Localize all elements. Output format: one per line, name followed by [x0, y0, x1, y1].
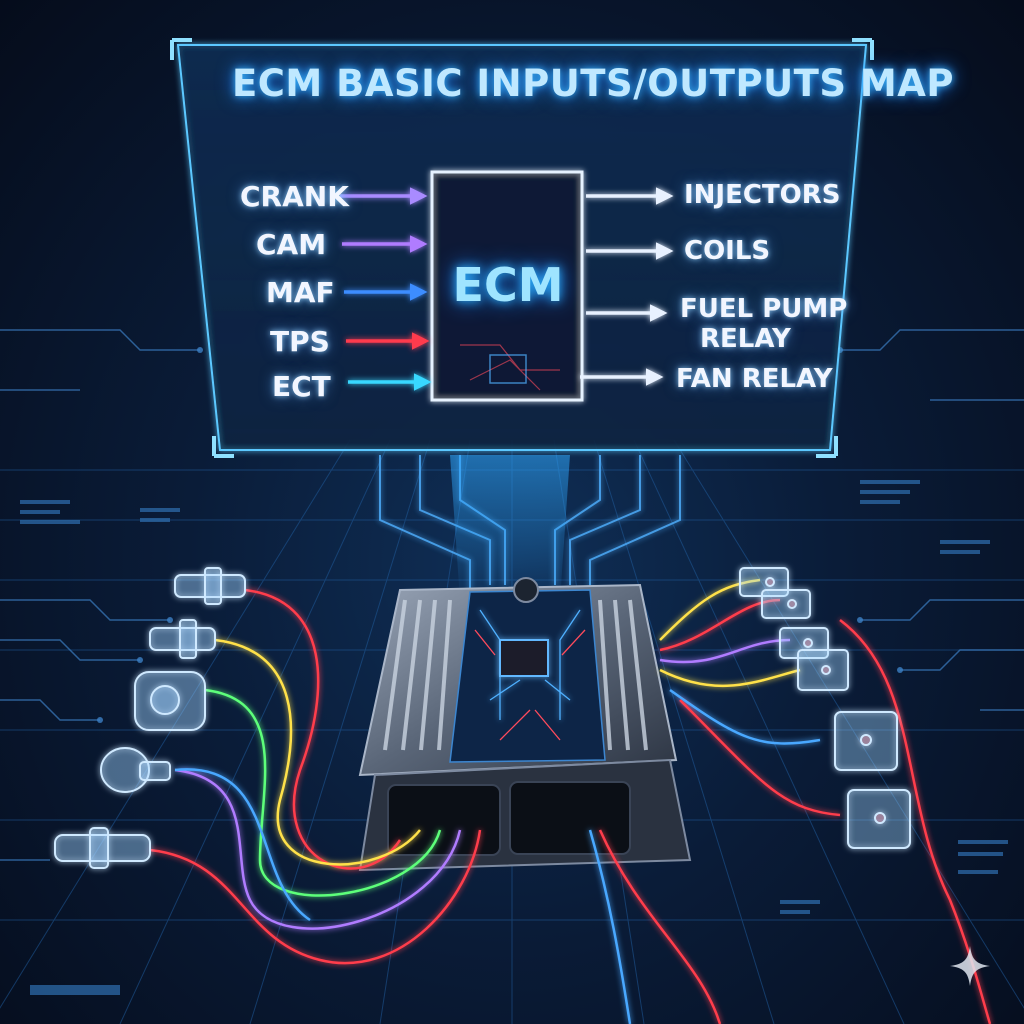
ecm-chip	[499, 639, 549, 677]
injector-2	[761, 589, 811, 619]
fan-relay	[847, 789, 911, 849]
sensor-tps	[100, 747, 171, 793]
sensor-maf	[134, 671, 206, 731]
wiring-left	[149, 588, 482, 965]
coil-2	[797, 649, 849, 691]
output-label-fan-relay: FAN RELAY	[676, 364, 833, 394]
sparkle-icon	[950, 946, 990, 986]
diagram-title: ECM BASIC INPUTS/OUTPUTS MAP	[232, 62, 954, 105]
output-label-fuel-pump: FUEL PUMP	[680, 294, 848, 324]
output-label-injectors: INJECTORS	[684, 180, 841, 210]
projection-beam	[450, 455, 570, 600]
input-label-crank: CRANK	[240, 180, 349, 213]
ecm-connector-right	[509, 781, 631, 855]
ecm-connector-left	[387, 784, 501, 856]
actuators-right	[739, 567, 911, 849]
sensor-crank	[174, 567, 246, 605]
input-label-ect: ECT	[272, 370, 331, 403]
sensors-left	[54, 567, 246, 869]
input-arrows	[340, 187, 432, 391]
circuit-nodes	[97, 347, 903, 723]
input-label-cam: CAM	[256, 228, 327, 261]
hologram-panel	[170, 38, 874, 458]
output-arrows	[580, 187, 674, 386]
input-label-tps: TPS	[270, 325, 330, 358]
fuel-pump-relay	[834, 711, 898, 771]
ecm-module	[358, 577, 692, 872]
sensor-cam	[149, 619, 216, 659]
circuit-traces	[0, 329, 1024, 861]
output-label-coils: COILS	[684, 236, 771, 266]
output-label-fuel-pump-line2: RELAY	[700, 324, 791, 354]
input-label-maf: MAF	[266, 276, 335, 309]
spec-text-decor	[20, 480, 1008, 995]
ecm-label: ECM	[452, 258, 564, 312]
sensor-ect	[54, 827, 151, 869]
